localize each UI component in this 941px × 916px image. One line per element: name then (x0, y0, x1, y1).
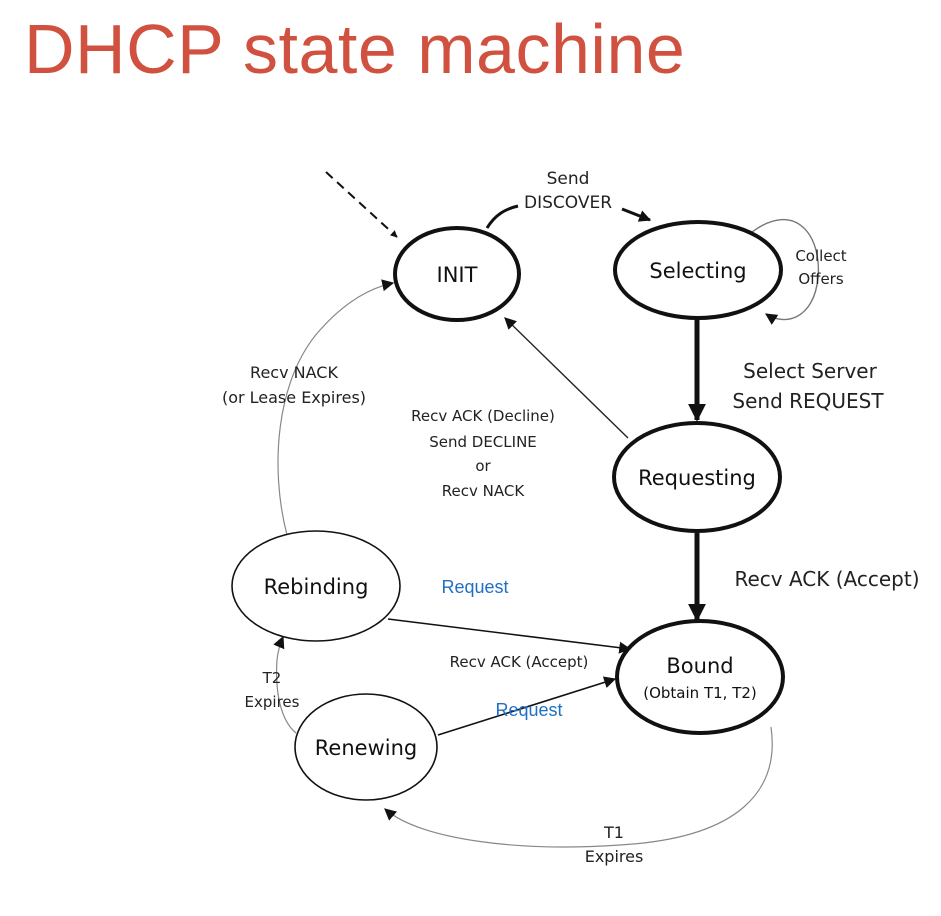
state-init (393, 226, 521, 322)
edge-requesting-init (504, 317, 629, 439)
state-requesting-label: Requesting (638, 466, 756, 490)
label-t1-1: T1 (603, 823, 624, 842)
edge-rebinding-init (277, 279, 395, 536)
edge-rebinding-bound (387, 618, 632, 654)
label-decline-1: Recv ACK (Decline) (411, 407, 555, 425)
state-rebinding (231, 530, 401, 642)
state-selecting-label: Selecting (649, 259, 746, 283)
label-request-renewing: Request (495, 700, 562, 720)
edge-init-selecting (485, 204, 519, 229)
label-t1-2: Expires (585, 847, 644, 866)
label-accept-small: Recv ACK (Accept) (450, 653, 589, 671)
slide-title: DHCP state machine (24, 10, 686, 88)
label-request-rebinding: Request (441, 577, 508, 597)
edge-renewing-bound (437, 676, 617, 736)
label-decline-3: or (475, 457, 491, 475)
edge-bound-renewing (384, 726, 773, 848)
state-rebinding-label: Rebinding (264, 575, 369, 599)
label-t2-1: T2 (262, 669, 282, 687)
label-nack-2: (or Lease Expires) (222, 388, 366, 407)
label-send-discover-1: Send (547, 169, 590, 189)
label-accept-main: Recv ACK (Accept) (734, 567, 919, 591)
label-select-server-2: Send REQUEST (732, 389, 884, 413)
state-bound (615, 619, 785, 735)
initial-arrow (325, 171, 398, 238)
state-renewing-label: Renewing (315, 736, 417, 760)
label-decline-2: Send DECLINE (429, 433, 537, 451)
edge-renewing-rebinding (273, 635, 297, 734)
label-collect-offers-2: Offers (798, 270, 844, 288)
label-t2-2: Expires (245, 693, 300, 711)
edge-init-selecting-head (621, 207, 652, 222)
label-collect-offers-1: Collect (795, 247, 846, 265)
state-bound-sublabel: (Obtain T1, T2) (643, 684, 757, 702)
label-send-discover-2: DISCOVER (524, 193, 612, 213)
state-selecting (613, 220, 783, 320)
edge-selecting-self (751, 218, 820, 325)
label-nack-1: Recv NACK (250, 363, 338, 382)
state-init-label: INIT (437, 263, 478, 287)
state-bound-label: Bound (666, 654, 733, 678)
state-requesting (612, 421, 782, 533)
label-select-server-1: Select Server (743, 359, 877, 383)
label-decline-4: Recv NACK (442, 482, 526, 500)
state-renewing (294, 693, 438, 801)
